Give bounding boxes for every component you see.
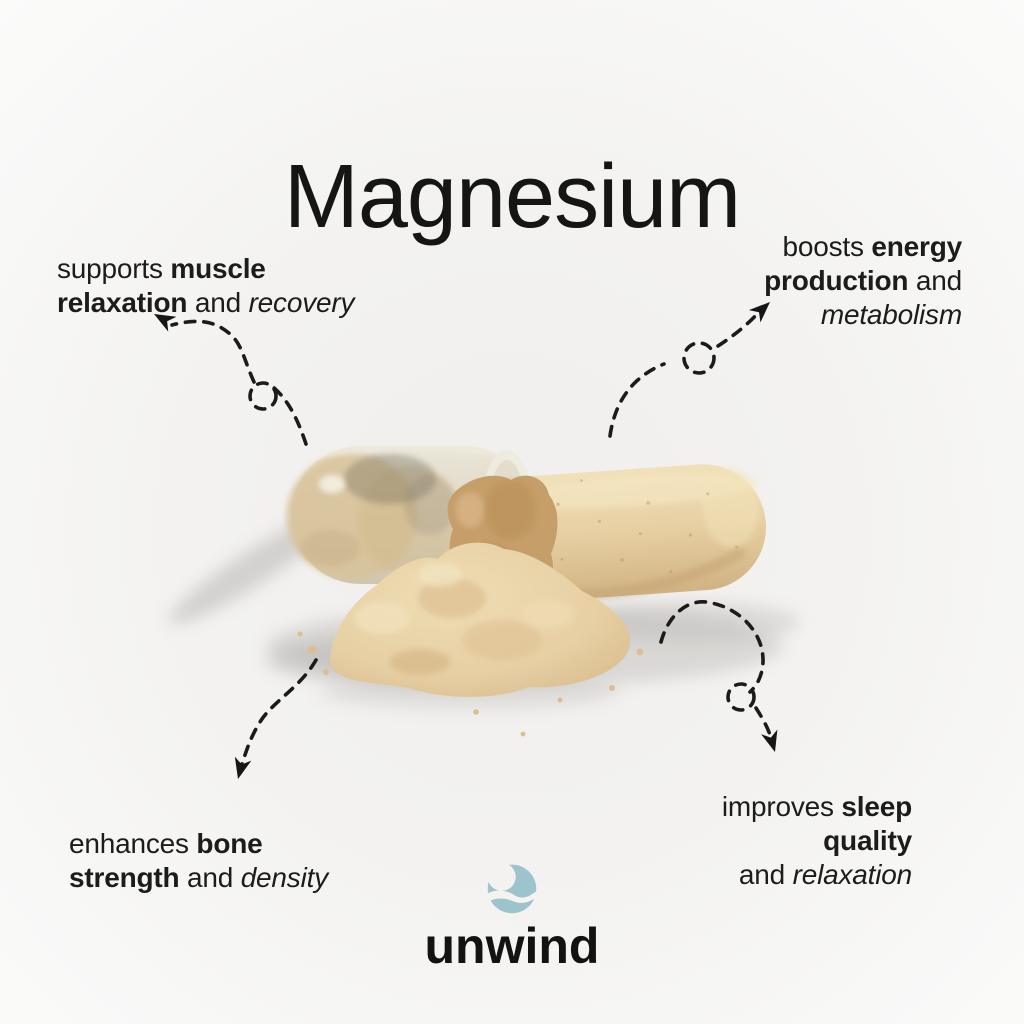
text-seg: strength	[69, 862, 180, 893]
page-title: Magnesium	[283, 147, 741, 248]
text-seg: relaxation	[57, 287, 188, 318]
text-seg: supports	[57, 253, 171, 284]
powder-pile	[297, 542, 664, 737]
arrowhead	[154, 314, 177, 332]
text-seg: improves	[721, 791, 842, 822]
text-seg: bone	[196, 828, 263, 859]
text-seg: muscle	[170, 253, 266, 284]
text-seg: boosts	[782, 231, 872, 262]
dashed-arrow-bottom-right	[659, 600, 773, 740]
arrowhead	[748, 302, 770, 323]
brand-logo: unwind	[0, 860, 1024, 971]
callout-bone-strength: enhances bone strength and density	[69, 827, 328, 895]
dashed-arrow-top-right	[608, 311, 760, 438]
dashed-arrow-top-left	[170, 319, 308, 446]
text-seg: quality	[823, 825, 912, 856]
arrowhead	[761, 729, 778, 752]
text-seg: and	[187, 287, 249, 318]
text-seg: energy	[871, 231, 962, 262]
arrowhead	[234, 756, 252, 779]
text-seg: production	[764, 265, 909, 296]
text-seg: metabolism	[820, 299, 962, 330]
text-seg: density	[240, 862, 329, 893]
text-seg: recovery	[248, 287, 355, 318]
brand-wordmark: unwind	[424, 918, 600, 974]
text-seg: enhances	[69, 828, 197, 859]
text-seg: and	[908, 265, 962, 296]
text-seg: sleep	[841, 791, 912, 822]
text-seg: relaxation	[792, 859, 913, 890]
dashed-arrow-bottom-left	[240, 658, 318, 766]
text-seg: and	[179, 862, 241, 893]
wave-moon-icon	[487, 864, 537, 914]
text-seg: and	[738, 859, 793, 890]
